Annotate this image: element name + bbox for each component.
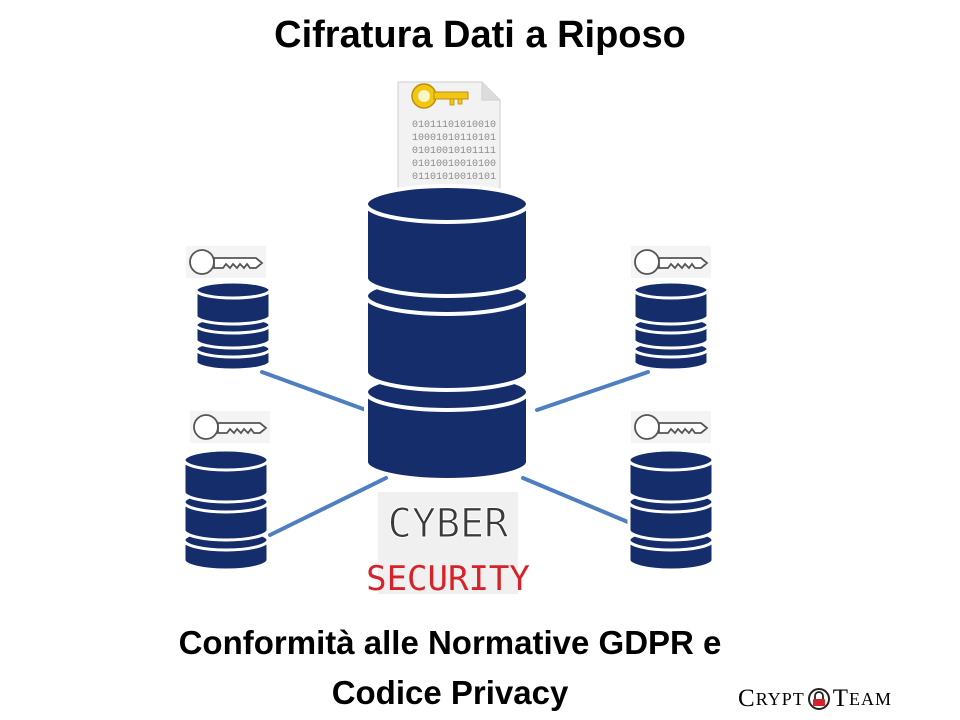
binary-line: 01010010101111 — [412, 146, 496, 157]
logo-part: EAM — [849, 688, 892, 709]
binary-line: 01010010010100 — [412, 159, 496, 170]
central-database-icon — [364, 184, 530, 482]
crypto-team-logo: C RYPT T EAM — [738, 684, 953, 714]
slide-subtitle: Conformità alle Normative GDPR e Codice … — [100, 618, 800, 718]
subtitle-line-2: Codice Privacy — [331, 674, 569, 711]
database-bottom-left-icon — [182, 448, 270, 572]
badge-line-cyber: CYBER — [388, 501, 509, 547]
badge-line-security: SECURITY — [366, 559, 530, 599]
cyber-security-badge: CYBER SECURITY — [366, 492, 530, 599]
logo-part: RYPT — [755, 688, 805, 709]
connector-bottom-left — [268, 476, 388, 537]
key-top-right-icon — [631, 246, 711, 278]
database-top-right-icon — [632, 280, 710, 372]
subtitle-line-1: Conformità alle Normative GDPR e — [178, 624, 722, 661]
key-bottom-left-icon — [190, 411, 270, 443]
slide-title: Cifratura Dati a Riposo — [274, 14, 686, 56]
gold-key-icon — [411, 83, 469, 109]
database-bottom-right-icon — [627, 448, 715, 572]
connector-lines — [260, 370, 650, 537]
connector-top-left — [260, 370, 368, 412]
binary-line: 01101010010101 — [412, 172, 496, 183]
binary-line: 10001010110101 — [412, 133, 496, 144]
binary-line: 01011101010010 — [412, 120, 496, 131]
logo-part: T — [832, 685, 849, 712]
lock-icon — [807, 687, 831, 711]
connector-top-right — [535, 370, 650, 412]
connector-bottom-right — [521, 476, 637, 527]
key-bottom-right-icon — [631, 411, 711, 443]
key-top-left-icon — [186, 246, 266, 278]
encrypted-document-icon: 01011101010010 10001010110101 0101001010… — [397, 81, 501, 191]
logo-part: C — [738, 685, 756, 712]
database-top-left-icon — [194, 280, 272, 372]
